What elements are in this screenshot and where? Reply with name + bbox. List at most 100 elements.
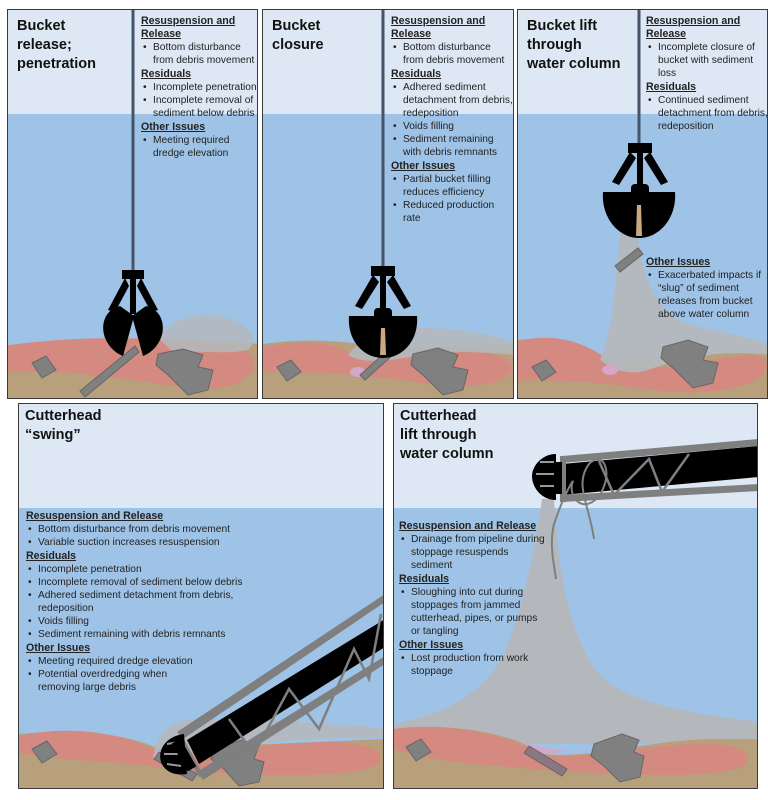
issue-item: Sloughing into cut during stoppages from… bbox=[401, 586, 549, 638]
issue-item: Sediment remaining with debris remnants bbox=[28, 628, 326, 641]
issues-list: Resuspension and Release Bottom disturba… bbox=[141, 15, 257, 161]
debris-block bbox=[276, 359, 302, 382]
issue-item: Voids filling bbox=[393, 120, 513, 133]
issue-item: Lost production from work stoppage bbox=[401, 652, 549, 678]
sediment-plume bbox=[600, 215, 767, 373]
issues-list-lower: Other Issues Exacerbated impacts if “slu… bbox=[646, 256, 764, 322]
section-heading: Residuals bbox=[26, 550, 77, 562]
issue-item: Incomplete removal of sediment below deb… bbox=[28, 576, 326, 589]
clamshell-bucket-closed bbox=[348, 266, 418, 358]
section-heading: Residuals bbox=[141, 68, 192, 80]
issue-item: Voids filling bbox=[28, 615, 326, 628]
debris-beam-falling bbox=[614, 247, 644, 273]
issue-item: Meeting required dredge elevation bbox=[143, 134, 257, 160]
title-line: Bucket lift bbox=[527, 18, 598, 34]
title-line: Bucket bbox=[17, 18, 66, 34]
issue-item: Drainage from pipeline during stoppage r… bbox=[401, 533, 549, 572]
section-heading: Resuspension and Release bbox=[646, 15, 741, 40]
issue-item: Potential overdredging when removing lar… bbox=[28, 668, 188, 694]
section-heading: Other Issues bbox=[391, 160, 456, 172]
disturbed-zone bbox=[602, 365, 618, 375]
section-heading: Resuspension and Release bbox=[141, 15, 236, 40]
cutterhead-ladder bbox=[560, 439, 757, 502]
issue-item: Incomplete penetration bbox=[28, 563, 326, 576]
cutterhead bbox=[532, 454, 562, 500]
contaminated-layer bbox=[394, 726, 748, 776]
panel-cutterhead-swing: Cutterhead “swing” Resuspension and Rele… bbox=[18, 403, 384, 789]
bucket-release-illustration bbox=[8, 10, 257, 398]
title-line: water column bbox=[527, 56, 621, 72]
leaking-sediment bbox=[380, 328, 386, 355]
issue-item: Meeting required dredge elevation bbox=[28, 655, 326, 668]
section-heading: Other Issues bbox=[26, 642, 91, 654]
section-heading: Residuals bbox=[646, 81, 697, 93]
section-heading: Resuspension and Release bbox=[391, 15, 486, 40]
issue-item: Incomplete removal of sediment below deb… bbox=[143, 94, 257, 120]
debris-slab bbox=[590, 733, 645, 783]
section-heading: Residuals bbox=[399, 573, 450, 585]
debris-slab bbox=[410, 347, 469, 396]
issue-item: Incomplete closure of bucket with sedime… bbox=[648, 41, 767, 80]
issue-item: Reduced production rate bbox=[393, 199, 513, 225]
issue-item: Exacerbated impacts if “slug” of sedimen… bbox=[648, 269, 764, 321]
panel-title: Cutterhead “swing” bbox=[25, 407, 102, 445]
section-heading: Resuspension and Release bbox=[26, 510, 164, 522]
section-heading: Resuspension and Release bbox=[399, 520, 537, 532]
suction-pipe bbox=[562, 446, 757, 495]
debris-block bbox=[31, 740, 58, 764]
title-line: water column bbox=[400, 446, 494, 462]
cutterhead bbox=[160, 734, 197, 775]
issues-list: Resuspension and Release Bottom disturba… bbox=[391, 15, 513, 226]
issue-item: Variable suction increases resuspension bbox=[28, 536, 326, 549]
debris-beam bbox=[79, 345, 140, 398]
title-line: lift through bbox=[400, 427, 477, 443]
issue-item: Adhered sediment detachment from debris,… bbox=[28, 589, 268, 615]
issue-item: Sediment remaining with debris remnants bbox=[393, 133, 513, 159]
title-line: Bucket bbox=[272, 18, 321, 34]
title-line: closure bbox=[272, 37, 324, 53]
issue-item: Bottom disturbance from debris movement bbox=[28, 523, 326, 536]
panel-title: Bucket closure bbox=[272, 17, 324, 55]
title-line: Cutterhead bbox=[25, 408, 102, 424]
title-line: release; bbox=[17, 37, 72, 53]
section-heading: Other Issues bbox=[646, 256, 711, 268]
debris-block bbox=[31, 355, 57, 379]
panel-cutterhead-lift: Cutterhead lift through water column Res… bbox=[393, 403, 758, 789]
title-line: through bbox=[527, 37, 582, 53]
debris-slab bbox=[660, 339, 719, 389]
truss-bracing bbox=[227, 613, 383, 757]
panel-title: Bucket release; penetration bbox=[17, 17, 96, 74]
panel-title: Cutterhead lift through water column bbox=[400, 407, 493, 464]
panel-title: Bucket lift through water column bbox=[527, 17, 620, 74]
bucket-lift-illustration bbox=[518, 10, 767, 398]
air-region bbox=[19, 404, 383, 508]
issues-list: Resuspension and Release Incomplete clos… bbox=[646, 15, 767, 134]
cutterhead-lift-illustration bbox=[394, 439, 757, 788]
ladder-frame bbox=[562, 439, 757, 463]
title-line: penetration bbox=[17, 56, 96, 72]
truss-bracing bbox=[597, 453, 691, 498]
debris-block bbox=[405, 738, 432, 762]
clamshell-bucket-lifting bbox=[602, 143, 676, 238]
issue-item: Incomplete penetration bbox=[143, 81, 257, 94]
tangled-cable bbox=[550, 458, 608, 580]
issue-item: Adhered sediment detachment from debris,… bbox=[393, 81, 513, 120]
issue-item: Continued sediment detachment from debri… bbox=[648, 94, 767, 133]
panel-bucket-closure: Bucket closure Resuspension and Release … bbox=[262, 9, 514, 399]
panel-bucket-lift: Bucket lift through water column Resuspe… bbox=[517, 9, 768, 399]
section-heading: Other Issues bbox=[399, 639, 464, 651]
issue-item: Bottom disturbance from debris movement bbox=[393, 41, 513, 67]
panel-bucket-release: Bucket release; penetration Resuspension… bbox=[7, 9, 258, 399]
debris-block bbox=[531, 359, 557, 382]
sediment-plume bbox=[394, 499, 757, 744]
issue-item: Bottom disturbance from debris movement bbox=[143, 41, 257, 67]
issues-list: Resuspension and Release Drainage from p… bbox=[399, 520, 549, 679]
clamshell-bucket-open bbox=[103, 270, 163, 356]
debris-slab bbox=[155, 348, 214, 396]
leaking-sediment bbox=[636, 205, 642, 236]
debris-beam bbox=[523, 745, 568, 777]
debris bbox=[31, 345, 214, 398]
issues-list: Resuspension and Release Bottom disturba… bbox=[26, 510, 326, 695]
section-heading: Residuals bbox=[391, 68, 442, 80]
issue-item: Partial bucket filling reduces efficienc… bbox=[393, 173, 513, 199]
